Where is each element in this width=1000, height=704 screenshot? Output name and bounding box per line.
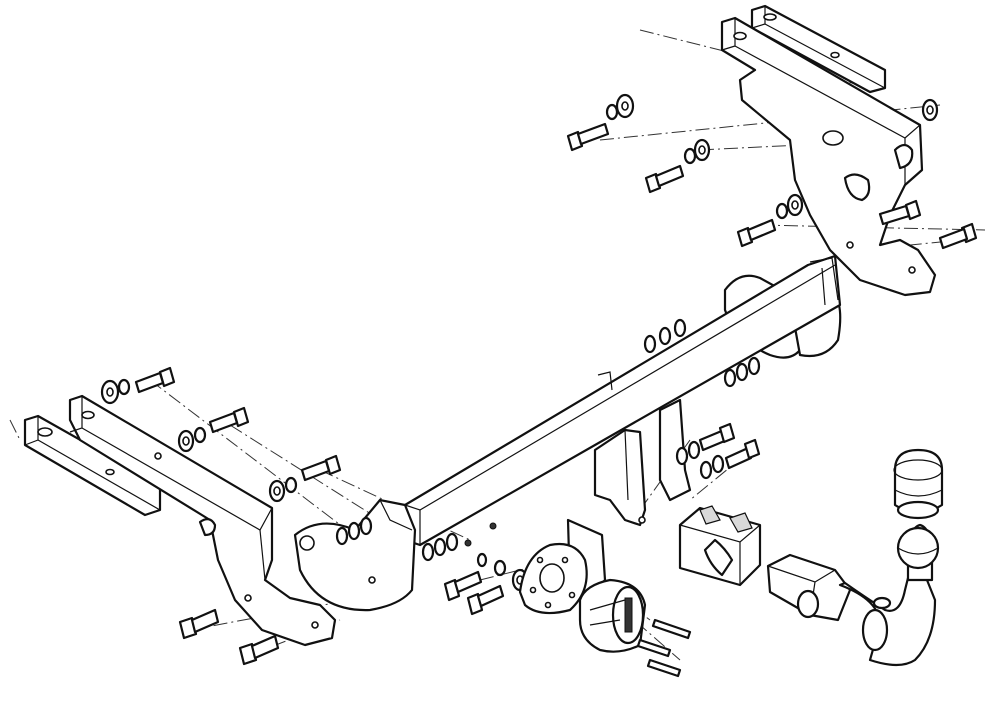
bolt (938, 222, 978, 250)
bracket-right-upper (720, 16, 937, 297)
washers-right (605, 93, 939, 220)
bolt (644, 164, 685, 194)
bolt (238, 634, 280, 666)
flat-strip-left (23, 414, 162, 517)
bolt (878, 199, 922, 226)
electrical-socket (578, 578, 647, 653)
bolt (300, 454, 342, 482)
bolt (566, 122, 610, 152)
bolt (208, 406, 250, 434)
bolt (134, 366, 176, 394)
tow-ball-neck (766, 553, 937, 667)
socket-plate (518, 518, 607, 615)
tow-ball (896, 523, 940, 582)
screws (636, 618, 692, 678)
bolts-right (566, 122, 978, 250)
bolt (178, 608, 220, 640)
bolt (736, 218, 777, 248)
tow-ball-cap (893, 448, 944, 520)
bracket-left-lower (68, 394, 337, 647)
crossbar (293, 254, 842, 612)
receiver-lock (678, 505, 762, 587)
nuts-center (335, 318, 761, 562)
washers-left (100, 378, 298, 503)
bolts-left (134, 366, 342, 666)
